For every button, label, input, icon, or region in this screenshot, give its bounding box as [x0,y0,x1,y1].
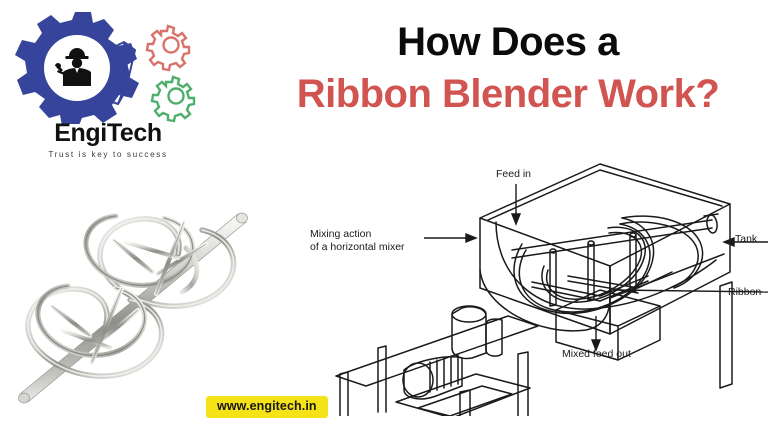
label-mixed-feed-out: Mixed feed out [562,348,631,360]
gear-small-red-icon [145,24,191,72]
ribbon-blender-schematic: Feed in Mixing action of a horizontal mi… [300,158,768,421]
annotation-leaders [424,184,768,352]
brand-tagline: Trust is key to success [48,150,168,159]
page-title-line-2: Ribbon Blender Work? [296,71,720,116]
ribbon-support-arms-edge [51,221,207,363]
drive-assembly [395,305,531,419]
website-url-badge[interactable]: www.engitech.in [206,396,328,418]
outer-ribbon-helix [513,215,704,315]
engitech-logo-icon [15,12,196,124]
inner-ribbon-shadow [37,215,194,357]
ribbon-blender-drawing [335,163,768,421]
label-feed-in: Feed in [496,168,532,180]
brand-wordmark: EngiTech [54,119,162,147]
agitator-shaft-line [511,219,713,251]
engineer-icon [55,48,91,86]
ribbon-agitator-photo [18,212,248,404]
label-mixing-action-line-1: Mixing action [310,228,372,240]
label-tank: Tank [735,233,758,245]
gear-small-green-icon [150,75,196,123]
ribbon-support-posts [531,232,673,307]
outer-ribbon-highlight [27,218,235,377]
label-ribbon: Ribbon [728,286,762,298]
label-mixing-action: Mixing action of a horizontal mixer [310,228,405,254]
page-title-line-1: How Does a [397,20,619,64]
discharge-chute [555,289,661,361]
brand-logo: EngiTech Trust is key to success [8,6,238,171]
page-title: How Does a Ribbon Blender Work? [252,20,764,117]
label-mixing-action-line-2: of a horizontal mixer [310,240,405,253]
support-frame [335,281,733,421]
polygon-accent-icon [106,41,136,105]
ribbon-leader [615,289,768,293]
